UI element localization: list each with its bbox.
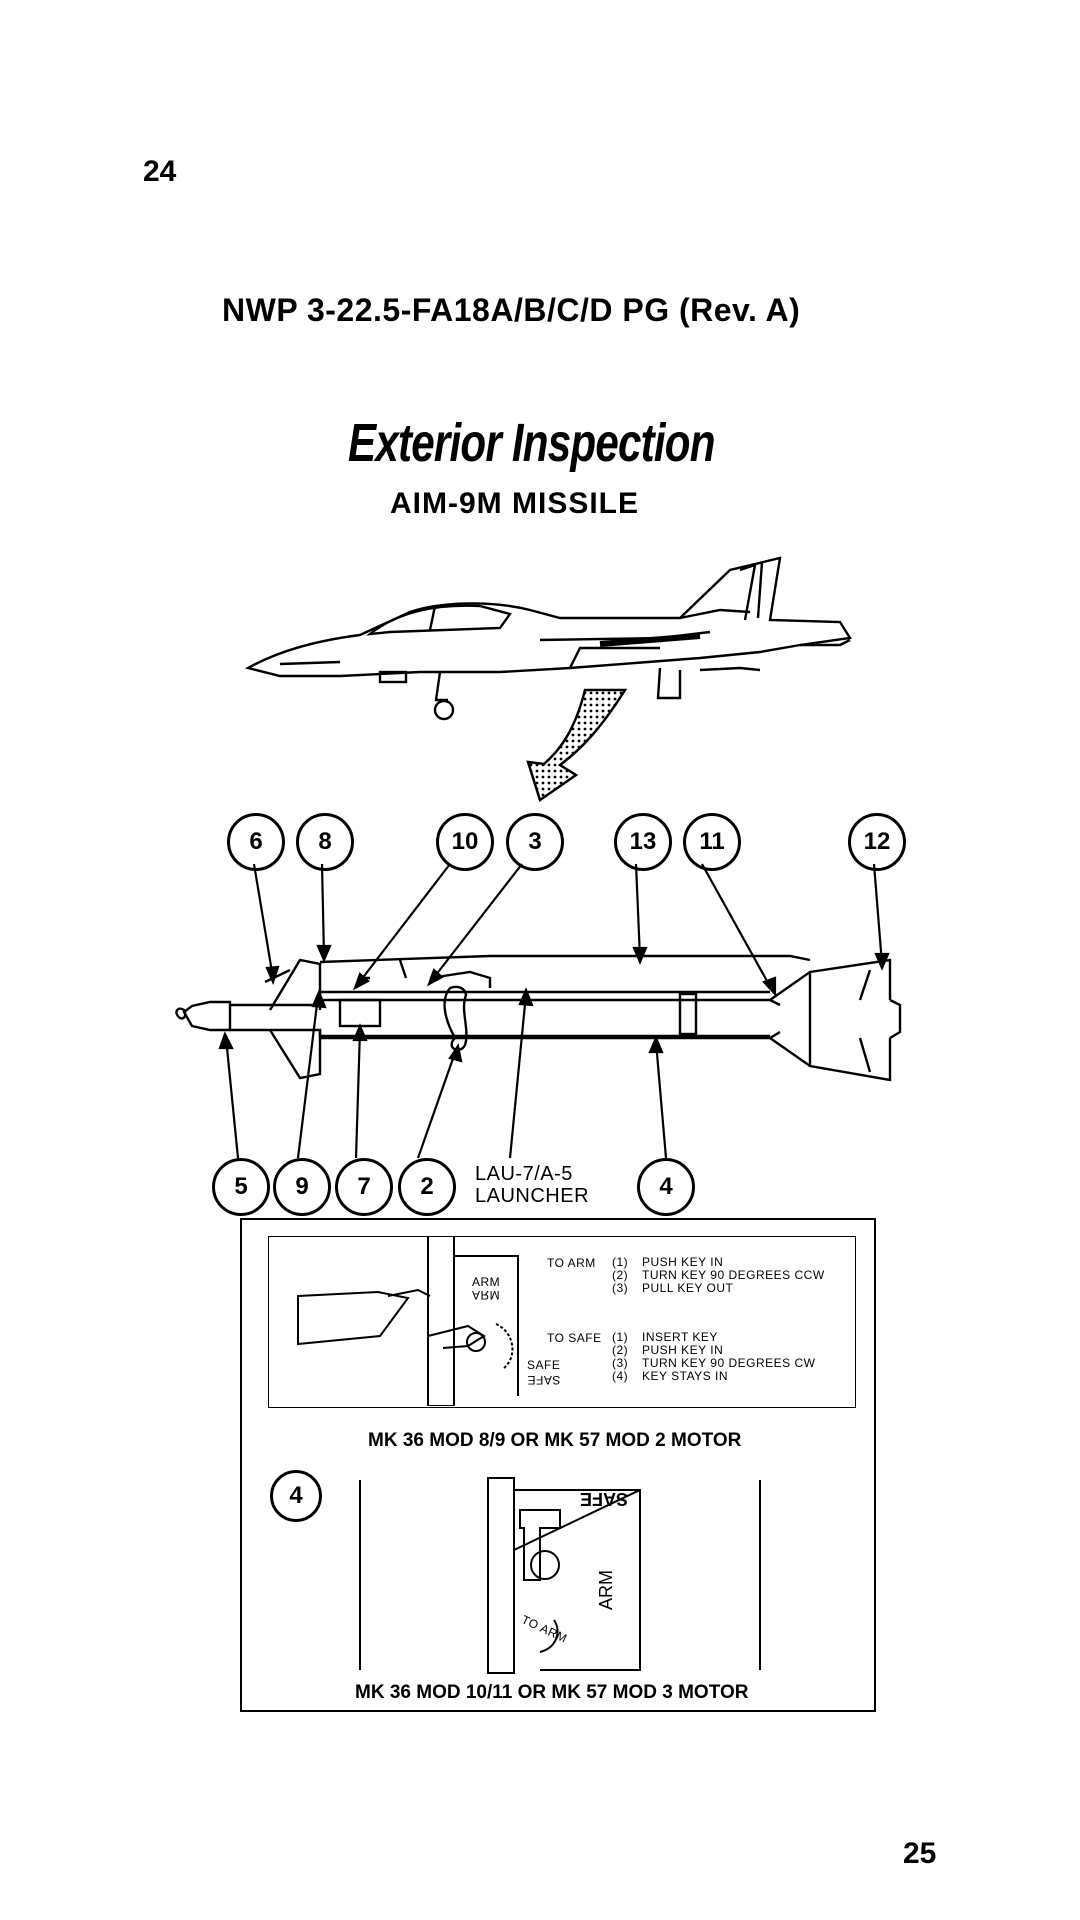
callout-10: 10 bbox=[436, 813, 494, 871]
detail-b-safe-label: SAFE bbox=[580, 1489, 629, 1509]
callout-4: 4 bbox=[637, 1158, 695, 1216]
page-title: Exterior Inspection bbox=[348, 413, 715, 473]
safe-label-mirrored: SAFE bbox=[527, 1373, 561, 1387]
to-safe-step: (2)PUSH KEY IN bbox=[612, 1343, 724, 1357]
callout-11: 11 bbox=[683, 813, 741, 871]
launcher-label-line-1: LAU-7/A-5 bbox=[475, 1163, 573, 1185]
to-arm-label: TO ARM bbox=[547, 1256, 596, 1270]
callout-13: 13 bbox=[614, 813, 672, 871]
safe-label: SAFE bbox=[527, 1358, 561, 1372]
page-number-left: 24 bbox=[143, 155, 177, 188]
detail-box bbox=[240, 1218, 876, 1712]
page-subtitle: AIM-9M MISSILE bbox=[390, 487, 640, 520]
arm-label: ARM bbox=[472, 1275, 501, 1289]
to-safe-steps: (1)INSERT KEY (2)PUSH KEY IN (3)TURN KEY… bbox=[612, 1331, 815, 1383]
missile-illustration bbox=[175, 863, 902, 1159]
detail-a-drawing bbox=[297, 1236, 519, 1406]
callout-9: 9 bbox=[273, 1158, 331, 1216]
document-header: NWP 3-22.5-FA18A/B/C/D PG (Rev. A) bbox=[222, 292, 801, 328]
detail-b-callout: 4 bbox=[270, 1470, 322, 1522]
callout-3: 3 bbox=[506, 813, 564, 871]
aircraft-illustration bbox=[244, 556, 852, 802]
to-safe-step: (1)INSERT KEY bbox=[612, 1330, 718, 1344]
callout-7: 7 bbox=[335, 1158, 393, 1216]
callout-5: 5 bbox=[212, 1158, 270, 1216]
to-safe-step: (3)TURN KEY 90 DEGREES CW bbox=[612, 1356, 816, 1370]
to-safe-label: TO SAFE bbox=[547, 1331, 602, 1345]
launcher-label: LAU-7/A-5 LAUNCHER bbox=[475, 1163, 589, 1207]
callout-8: 8 bbox=[296, 813, 354, 871]
detail-a-caption: MK 36 MOD 8/9 OR MK 57 MOD 2 MOTOR bbox=[368, 1430, 742, 1451]
detail-a-panel bbox=[268, 1236, 856, 1408]
detail-b-caption: MK 36 MOD 10/11 OR MK 57 MOD 3 MOTOR bbox=[355, 1682, 749, 1703]
to-arm-step: (3)PULL KEY OUT bbox=[612, 1281, 734, 1295]
to-arm-step: (1)PUSH KEY IN bbox=[612, 1255, 724, 1269]
detail-b-arm-label: ARM bbox=[596, 1570, 616, 1610]
detail-b-drawing bbox=[359, 1477, 761, 1674]
to-arm-step: (2)TURN KEY 90 DEGREES CCW bbox=[612, 1268, 825, 1282]
callout-12: 12 bbox=[848, 813, 906, 871]
page-number-right: 25 bbox=[903, 1837, 937, 1870]
to-safe-step: (4)KEY STAYS IN bbox=[612, 1369, 729, 1383]
to-arm-steps: (1)PUSH KEY IN (2)TURN KEY 90 DEGREES CC… bbox=[612, 1256, 825, 1295]
callout-2: 2 bbox=[398, 1158, 456, 1216]
launcher-label-line-2: LAUNCHER bbox=[475, 1185, 590, 1207]
arm-label-mirrored: ARM bbox=[472, 1288, 501, 1302]
